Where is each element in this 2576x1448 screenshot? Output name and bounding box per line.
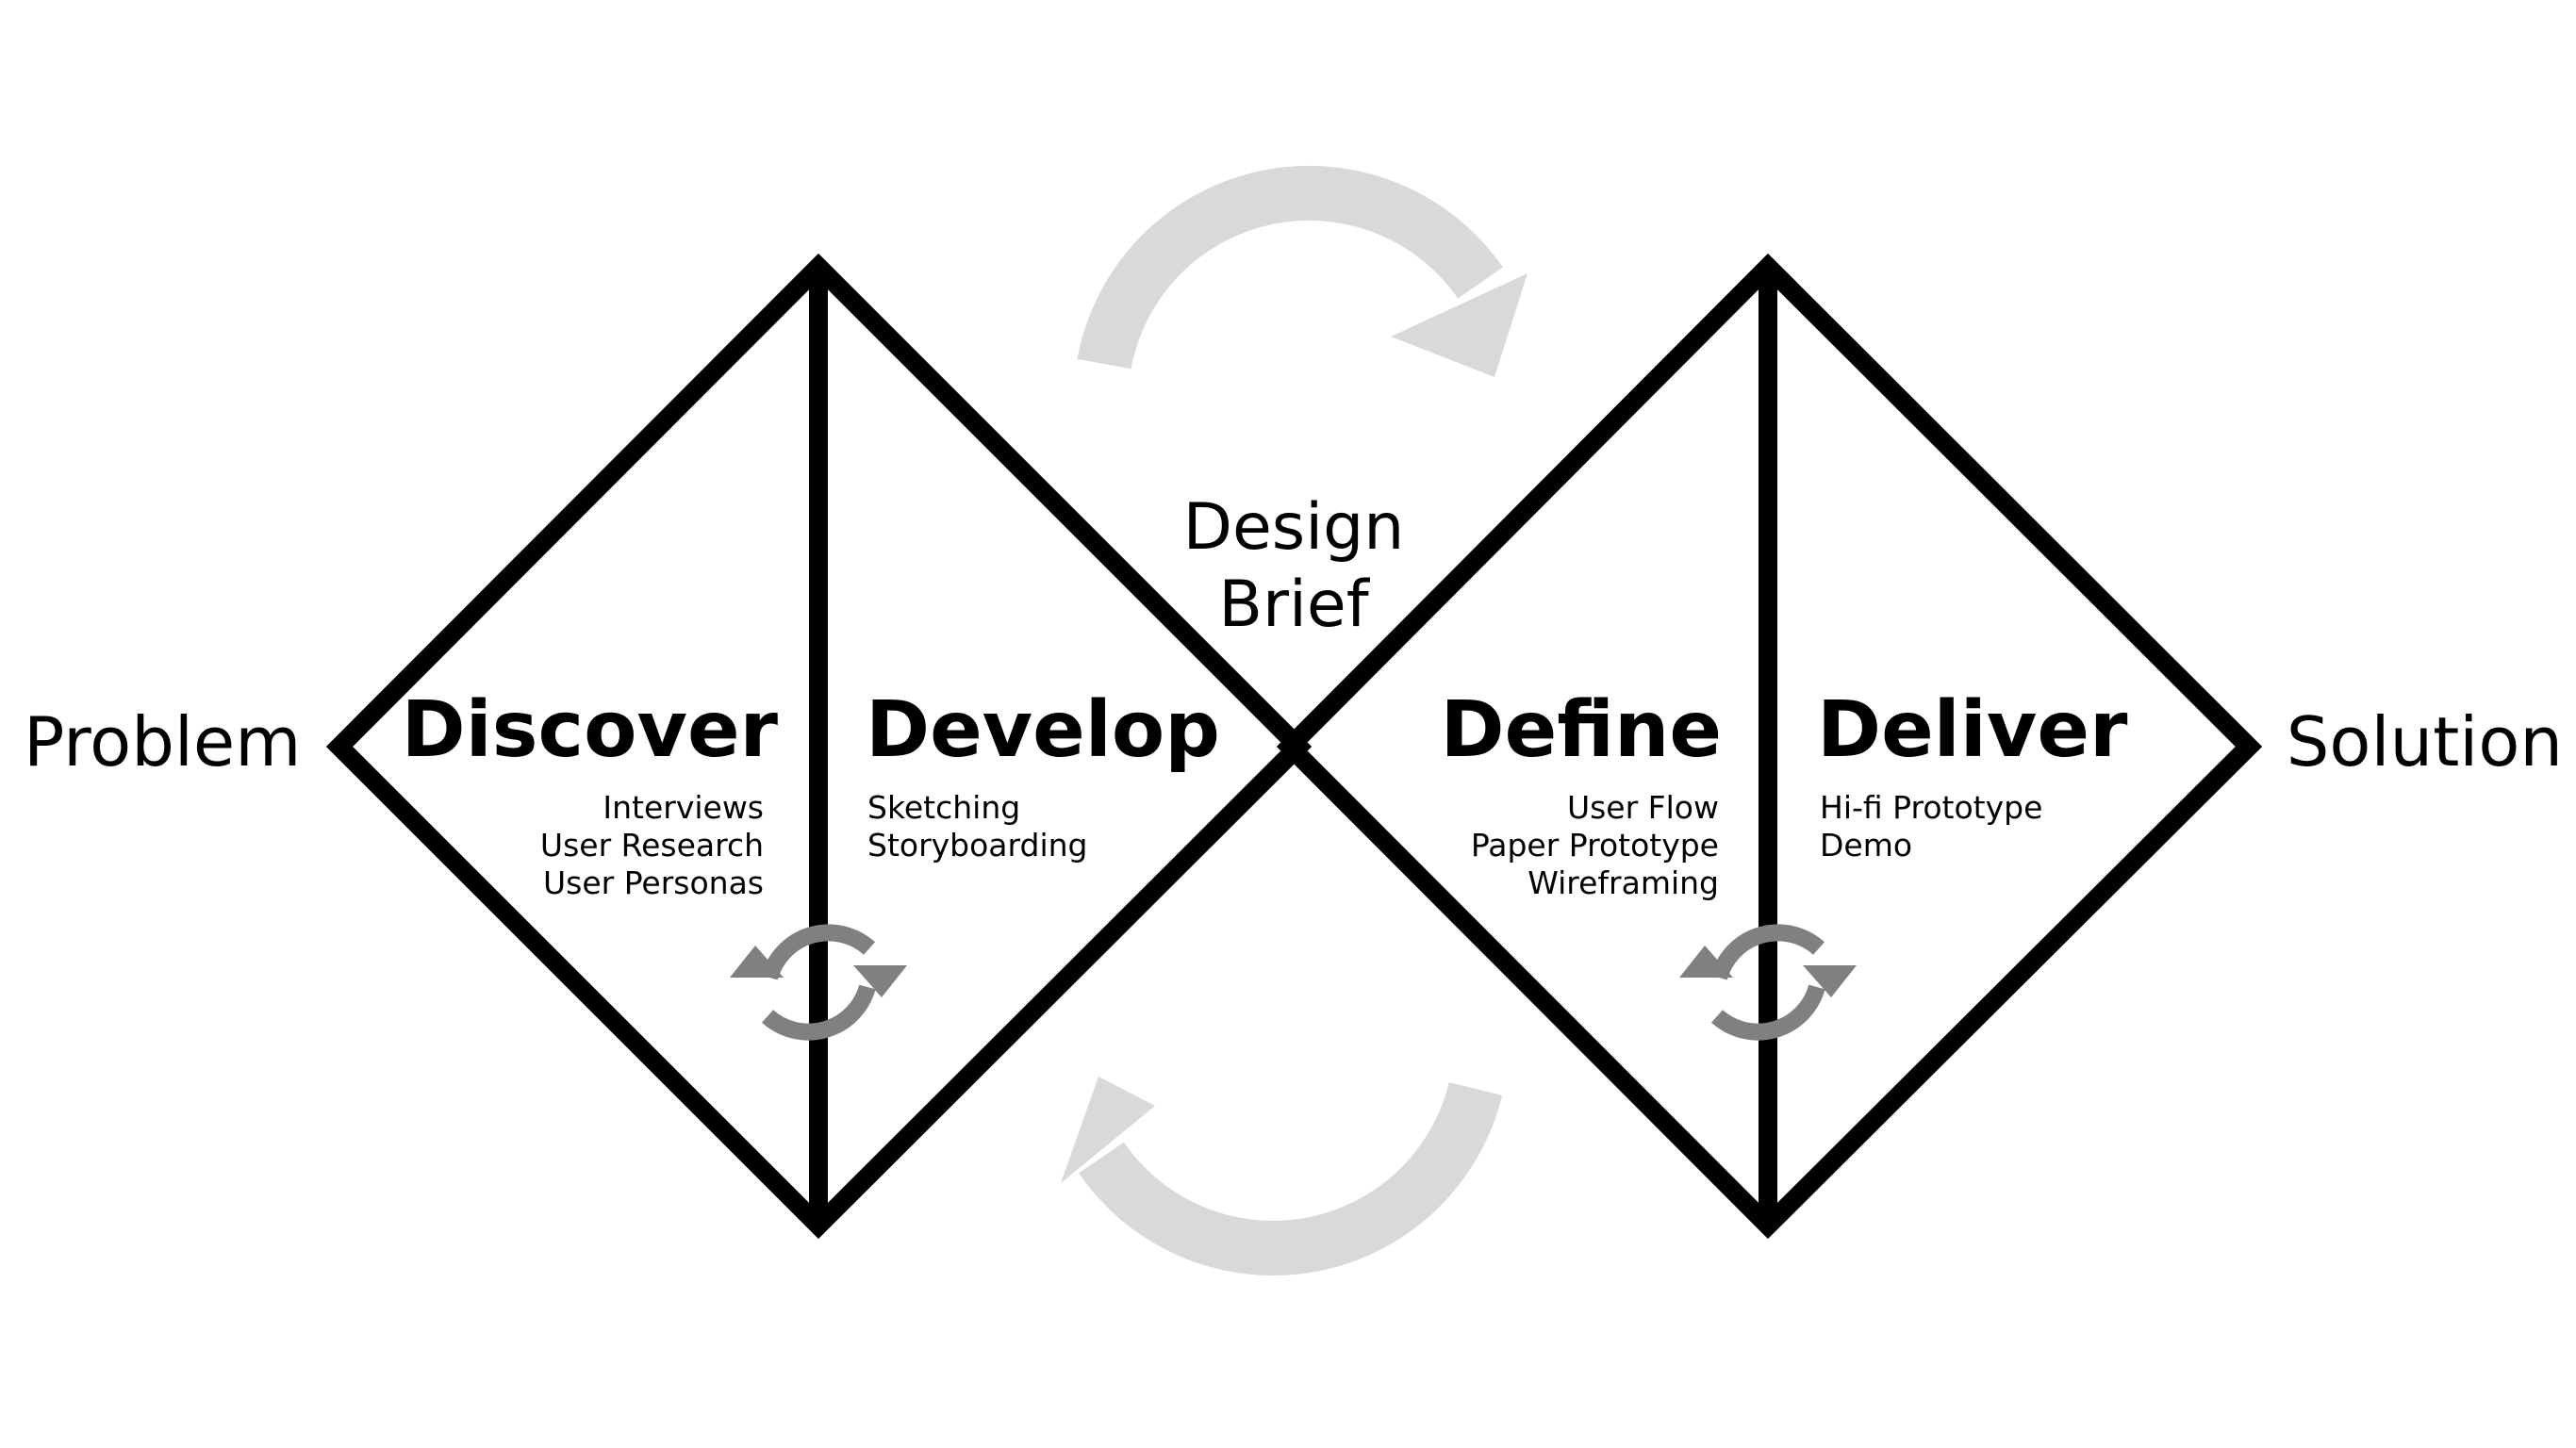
discover-title: Discover [402,685,779,775]
discover-item-2: User Research [540,827,764,864]
define-item-2: Paper Prototype [1471,827,1719,864]
deliver-item-1: Hi-fi Prototype [1820,789,2042,826]
discover-item-1: Interviews [603,789,764,826]
center-label-line-2: Brief [1218,568,1370,642]
define-title: Define [1441,685,1722,775]
bottom-curved-arrow-icon [1061,1077,1503,1275]
define-item-3: Wireframing [1527,864,1719,901]
end-label: Solution [2287,702,2563,782]
discover-item-3: User Personas [543,864,764,901]
define-item-1: User Flow [1567,789,1719,826]
deliver-item-2: Demo [1820,827,1912,864]
deliver-title: Deliver [1817,685,2128,775]
develop-item-1: Sketching [867,789,1020,826]
develop-item-2: Storyboarding [867,827,1088,864]
right-refresh-cycle-icon [1679,924,1857,1041]
diamond-outlines [325,253,2263,1240]
top-curved-arrow-icon [1077,165,1527,377]
center-label-line-1: Design [1183,490,1405,565]
start-label: Problem [24,702,301,782]
develop-title: Develop [866,685,1220,775]
left-refresh-cycle-icon [730,924,907,1041]
